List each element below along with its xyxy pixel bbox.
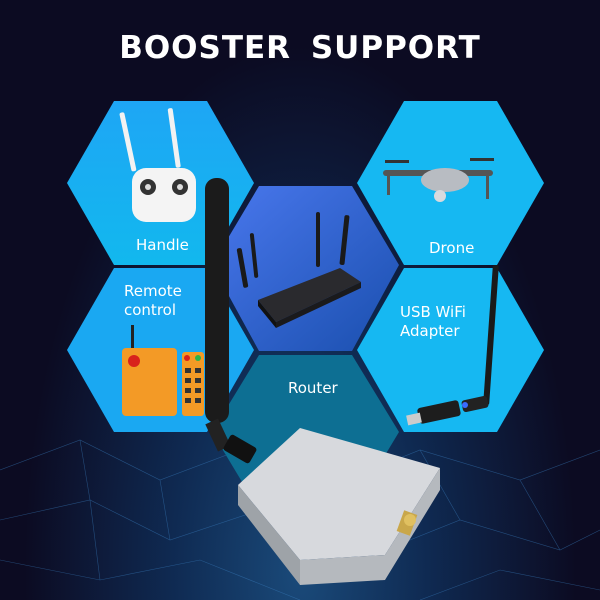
usb-wifi-adapter-icon bbox=[406, 265, 499, 426]
hex-usb-adapter bbox=[357, 268, 544, 432]
antenna-icon bbox=[205, 178, 257, 464]
drone-icon bbox=[383, 158, 494, 202]
label-remote-control: Remote control bbox=[124, 282, 182, 319]
crane-remote-icon bbox=[122, 325, 204, 416]
signal-booster-device bbox=[238, 428, 440, 585]
label-drone: Drone bbox=[429, 239, 475, 257]
label-usb-wifi-adapter: USB WiFi Adapter bbox=[400, 303, 466, 340]
remote-controller-icon bbox=[119, 108, 196, 222]
label-handle: Handle bbox=[136, 236, 189, 254]
page-title: BOOSTER SUPPORT bbox=[119, 30, 481, 66]
hex-router bbox=[212, 186, 399, 351]
router-icon bbox=[236, 212, 361, 328]
label-router: Router bbox=[288, 379, 338, 397]
